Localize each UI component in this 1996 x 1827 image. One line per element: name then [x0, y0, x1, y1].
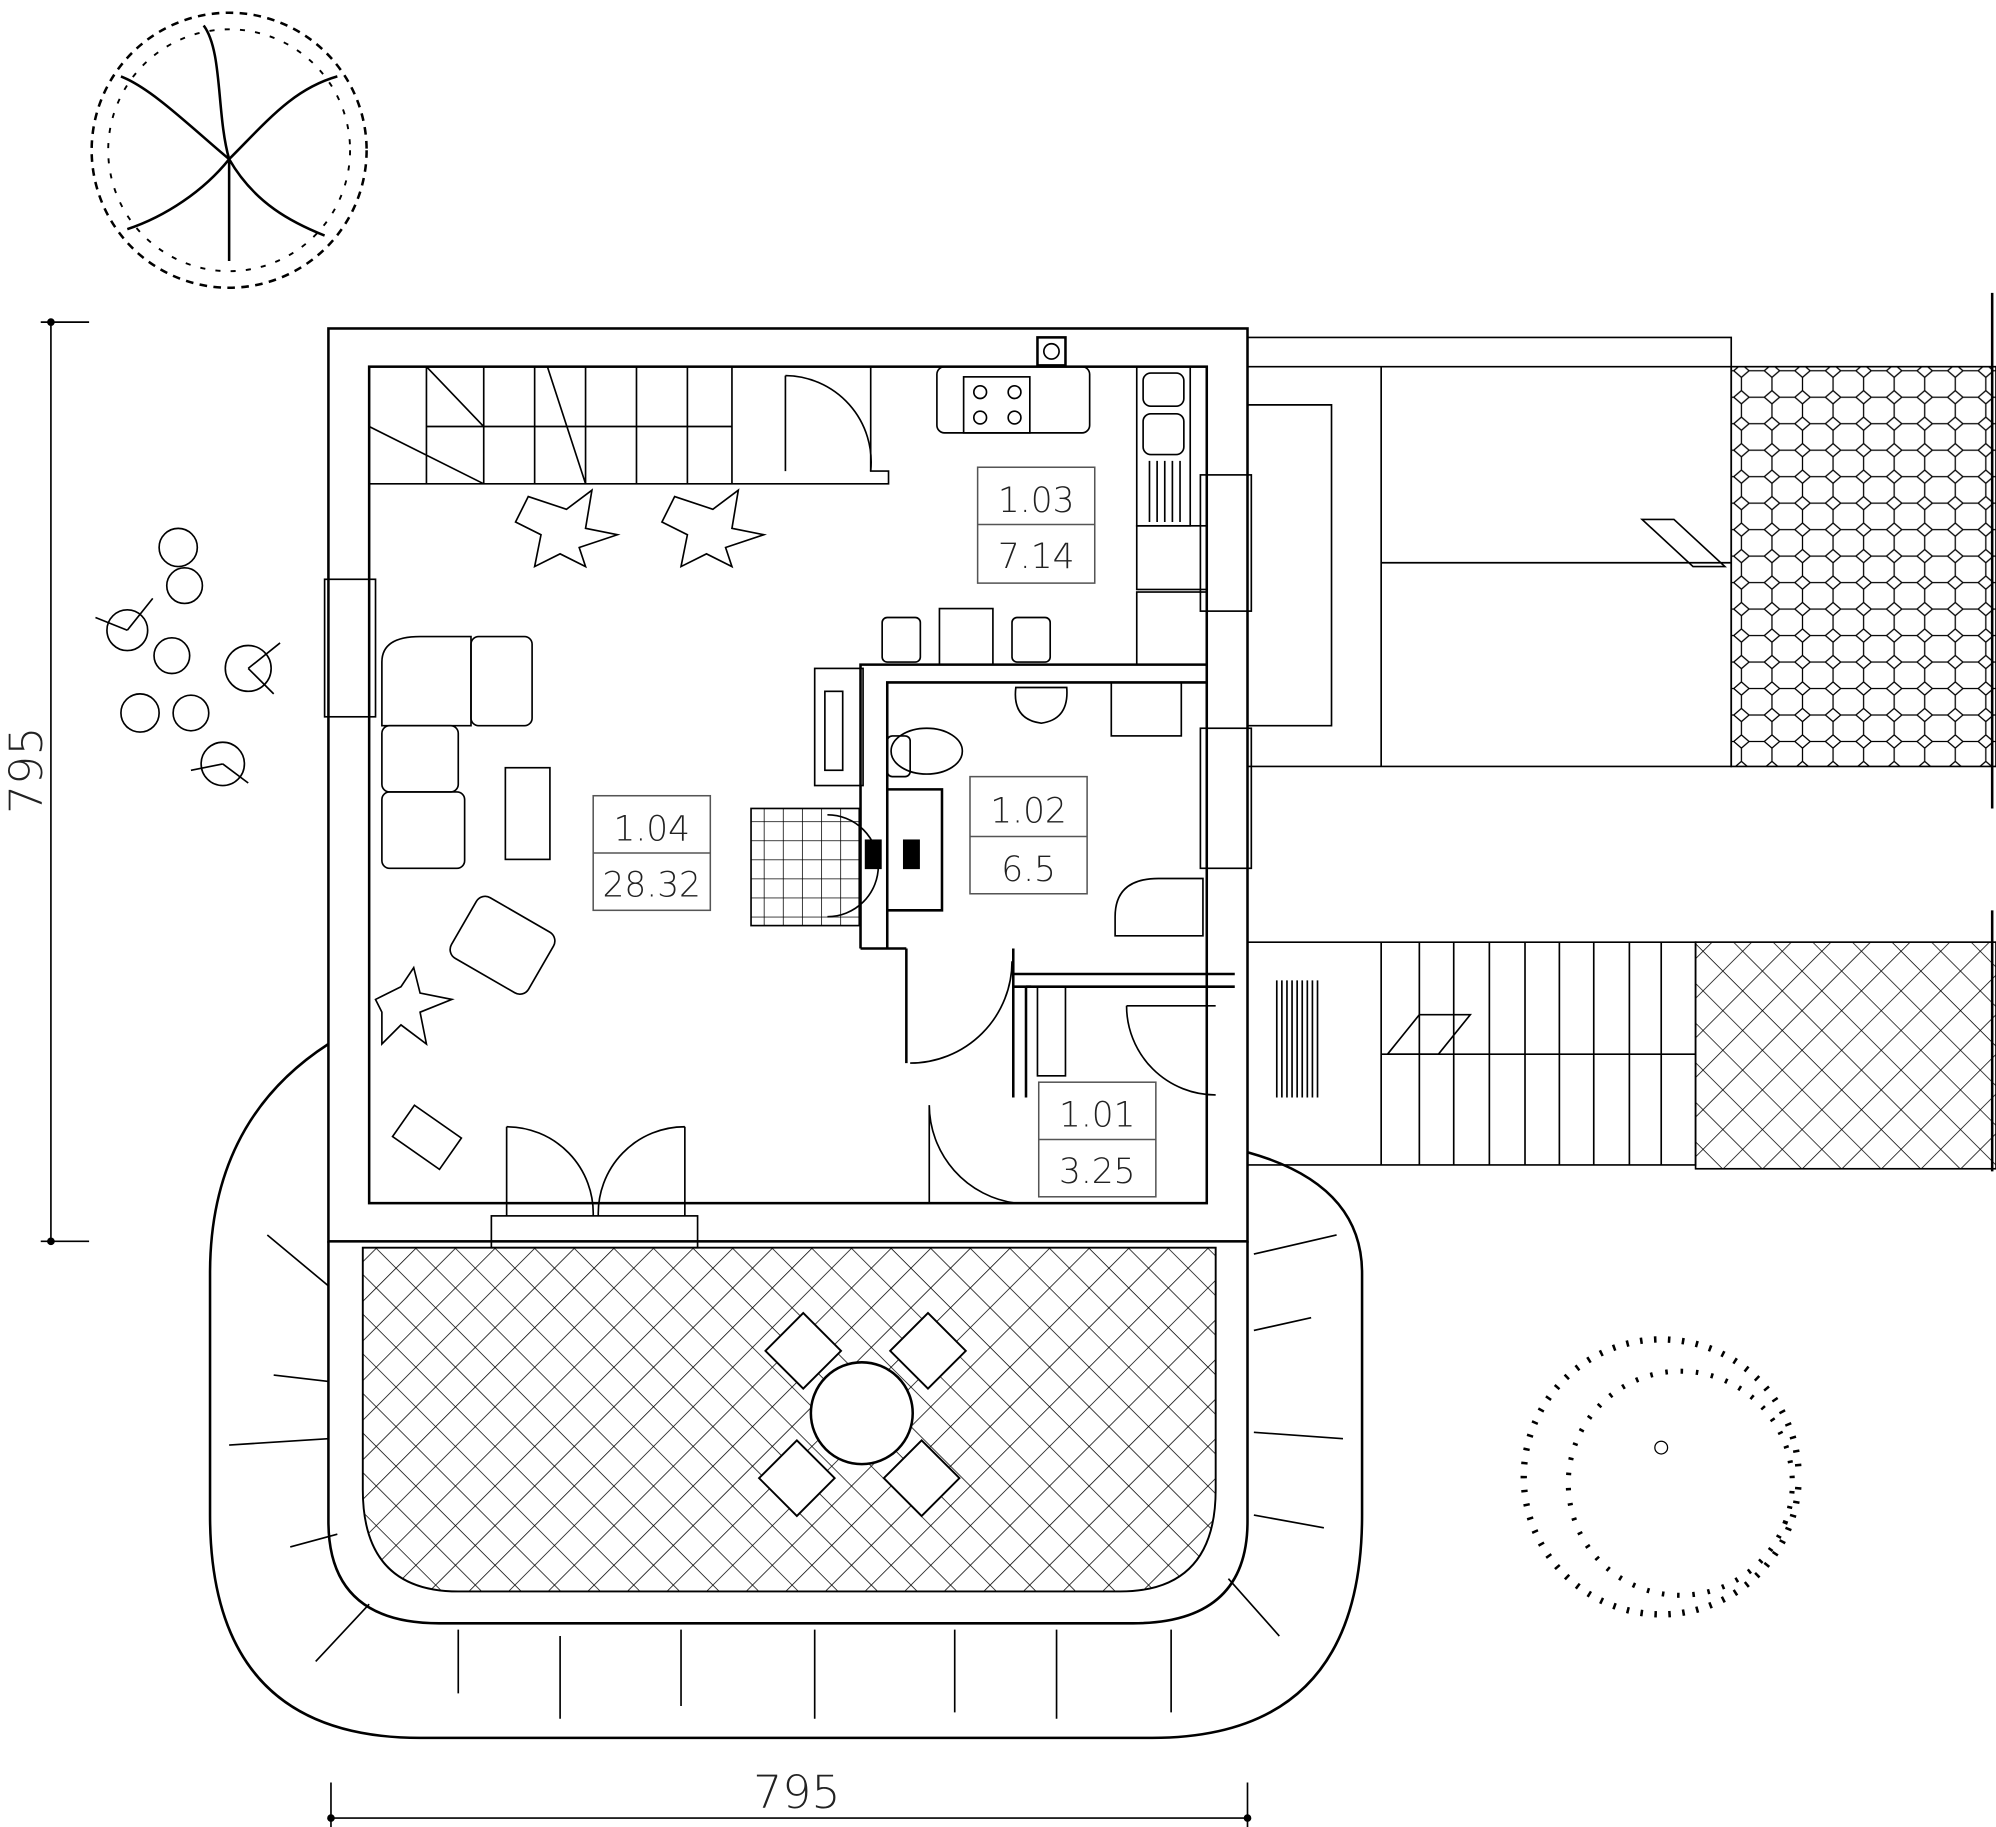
window	[1199, 727, 1253, 870]
room-area: 28.32	[603, 865, 701, 905]
dimension-width: 795	[753, 1765, 840, 1819]
room-number: 1.01	[1059, 1096, 1136, 1136]
room-label-1-01: 1.01 3.25	[1037, 1081, 1157, 1198]
dimension-vertical: 795	[0, 318, 90, 1246]
plant-icon	[374, 488, 767, 1046]
sofa	[381, 635, 556, 1171]
staircase	[368, 366, 890, 485]
window	[323, 578, 377, 718]
door	[784, 374, 1216, 1204]
room-area: 3.25	[1059, 1152, 1136, 1192]
terrace-door	[490, 1125, 699, 1249]
kitchen-counter	[881, 336, 1253, 666]
fireplace	[750, 667, 880, 927]
room-area: 6.5	[1001, 850, 1056, 890]
shrub-icon	[1520, 1336, 1802, 1618]
tree-icon	[90, 11, 368, 290]
room-label-1-02: 1.02 6.5	[969, 775, 1088, 895]
bathroom-fixtures	[864, 681, 1204, 937]
interior-wall	[859, 663, 1207, 1064]
exterior-wall	[327, 327, 1249, 1243]
room-label-1-04: 1.04 28.32	[592, 794, 712, 912]
interior-wall	[1012, 972, 1235, 1098]
room-label-1-03: 1.03 7.14	[976, 466, 1096, 584]
room-number: 1.03	[998, 481, 1075, 521]
table-with-chairs	[757, 1311, 968, 1518]
room-area: 7.14	[998, 537, 1075, 577]
terrace	[208, 1042, 1364, 1740]
dimension-depth: 795	[0, 727, 53, 814]
annex	[1247, 292, 1996, 809]
interior-wall	[367, 365, 1209, 1205]
plant-icon	[95, 527, 281, 787]
dimension-horizontal: 795	[327, 1765, 1252, 1827]
room-number: 1.04	[614, 809, 691, 849]
outdoor-stairs	[1247, 910, 1996, 1172]
room-number: 1.02	[990, 791, 1067, 831]
